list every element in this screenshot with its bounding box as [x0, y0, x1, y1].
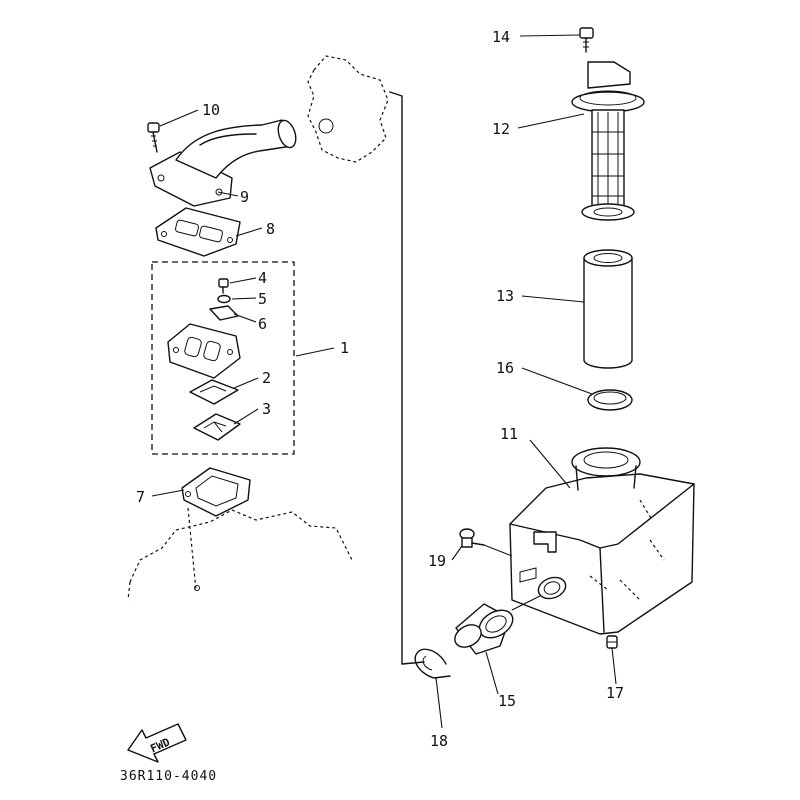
- callout-5: 5: [258, 290, 267, 308]
- crankcase-outline: [129, 509, 353, 583]
- inlet-elbow-part-9: [149, 119, 297, 207]
- callout-14: 14: [492, 28, 510, 46]
- reed-part-2: [189, 379, 239, 405]
- callout-18: 18: [430, 732, 448, 750]
- callout-7: 7: [136, 488, 145, 506]
- callout-12: 12: [492, 120, 510, 138]
- callout-9: 9: [240, 188, 249, 206]
- callout-2: 2: [262, 369, 271, 387]
- callout-17: 17: [606, 684, 624, 702]
- joint-part-15: [454, 603, 514, 655]
- gasket-part-3: [193, 413, 241, 441]
- oil-hose-line: [389, 91, 425, 665]
- oil-strainer-part-12: [571, 61, 645, 221]
- clip-part-18: [414, 648, 451, 679]
- bolt-part-10: [147, 122, 160, 153]
- gasket-part-7: [181, 467, 251, 517]
- filter-element-part-13: [583, 249, 633, 369]
- drawing-code: 36R110-4040: [120, 769, 217, 784]
- callout-10: 10: [202, 101, 220, 119]
- drain-plug-part-17: [606, 635, 618, 649]
- callout-13: 13: [496, 287, 514, 305]
- callout-1: 1: [340, 339, 349, 357]
- callout-11: 11: [500, 425, 518, 443]
- callout-6: 6: [258, 315, 267, 333]
- bolt-part-14: [579, 27, 594, 53]
- o-ring-part-16: [587, 389, 633, 411]
- callout-16: 16: [496, 359, 514, 377]
- gasket-part-8: [155, 207, 241, 257]
- stopper-part-6: [209, 305, 239, 321]
- forward-arrow-icon: FWD: [127, 723, 187, 763]
- screw-part-4: [218, 278, 229, 294]
- reed-valve-kit-box: [151, 261, 295, 455]
- callout-8: 8: [266, 220, 275, 238]
- plug-part-19: [459, 528, 485, 548]
- manifold-outline: [307, 55, 389, 163]
- callout-4: 4: [258, 269, 267, 287]
- valve-seat: [167, 323, 241, 379]
- oil-tank-part-11: [509, 447, 695, 635]
- callout-3: 3: [262, 400, 271, 418]
- callout-15: 15: [498, 692, 516, 710]
- callout-19: 19: [428, 552, 446, 570]
- washer-part-5: [217, 294, 231, 304]
